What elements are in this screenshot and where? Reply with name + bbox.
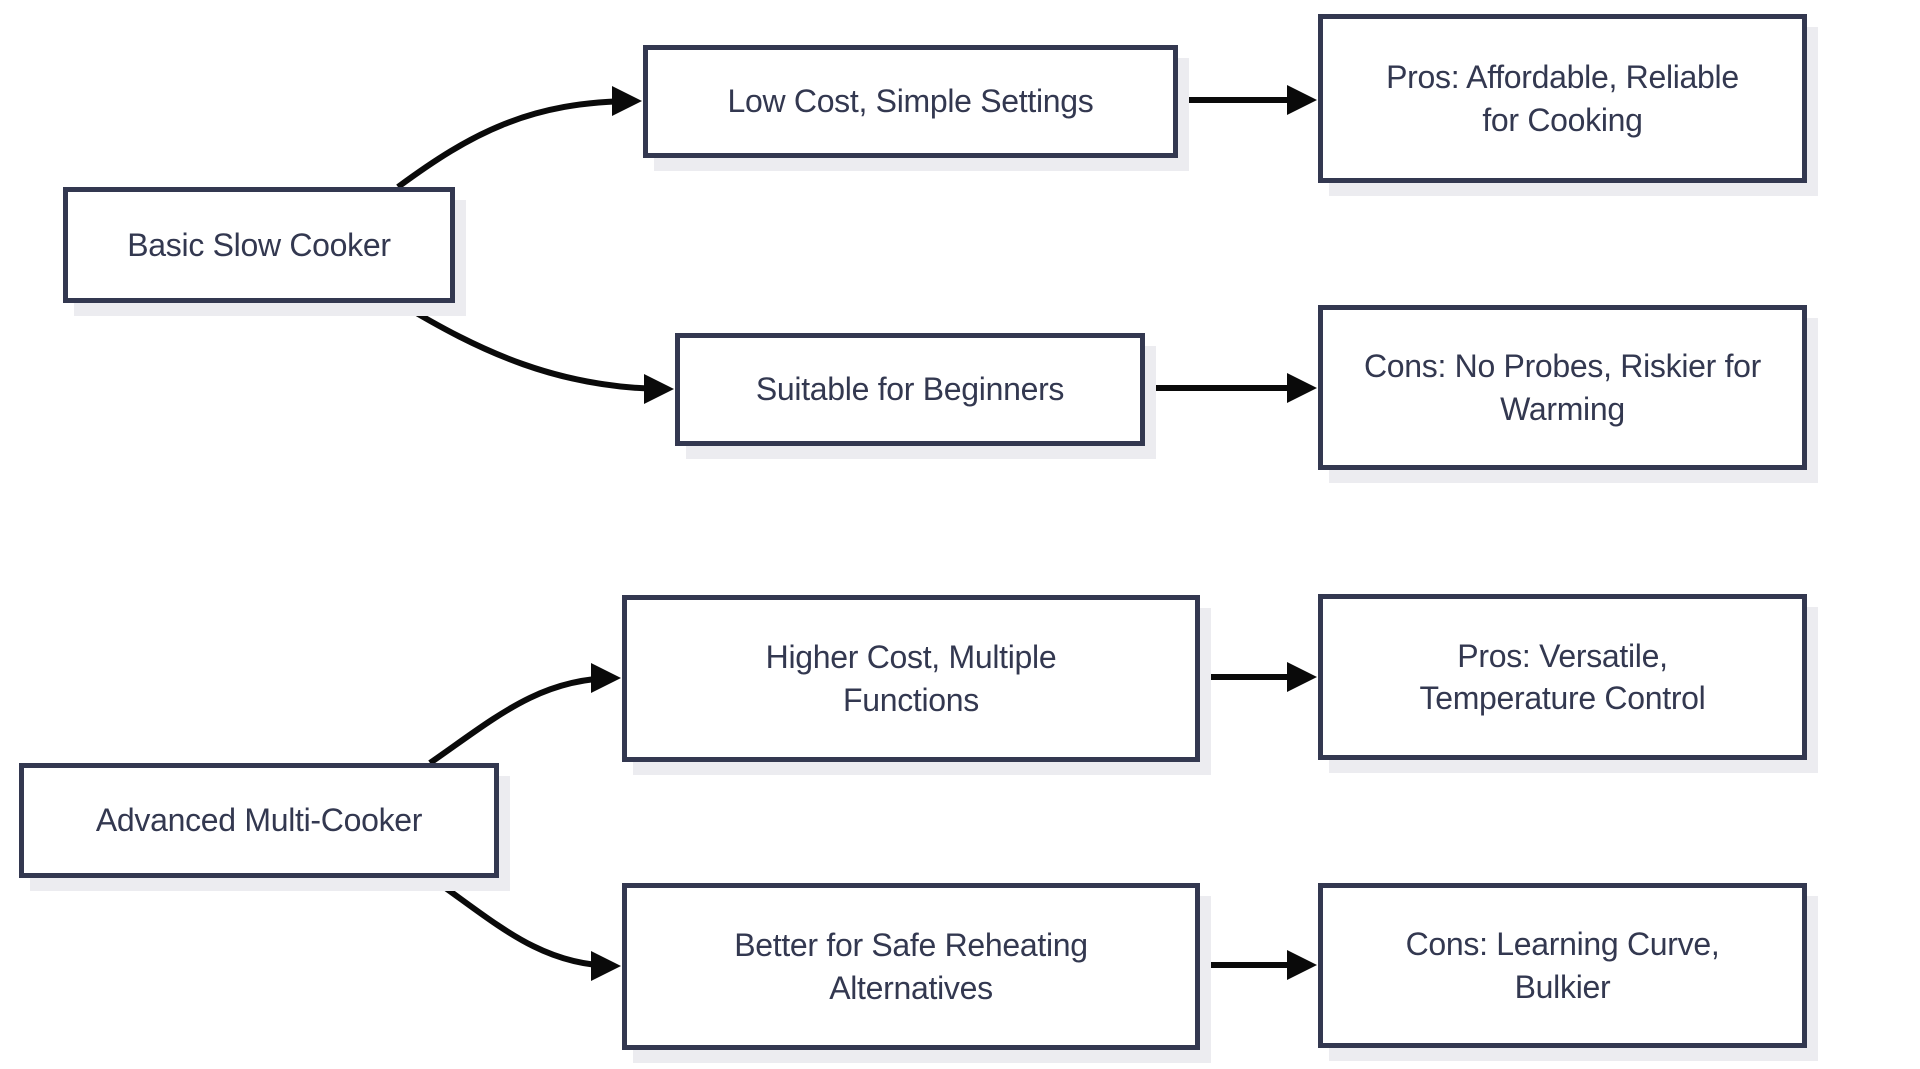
- node-cons-learning-curve-bulkier: Cons: Learning Curve, Bulkier: [1318, 883, 1807, 1048]
- node-low-cost-simple-settings: Low Cost, Simple Settings: [643, 45, 1178, 158]
- node-pros-affordable-reliable: Pros: Affordable, Reliable for Cooking: [1318, 14, 1807, 183]
- node-pros-versatile-temperature-control: Pros: Versatile, Temperature Control: [1318, 594, 1807, 760]
- node-better-for-safe-reheating: Better for Safe Reheating Alternatives: [622, 883, 1200, 1050]
- edge-advanced-to-better-reheating: [428, 874, 621, 981]
- node-suitable-for-beginners: Suitable for Beginners: [675, 333, 1145, 446]
- node-higher-cost-multiple-functions: Higher Cost, Multiple Functions: [622, 595, 1200, 762]
- node-cons-no-probes-riskier: Cons: No Probes, Riskier for Warming: [1318, 305, 1807, 470]
- node-basic-slow-cooker: Basic Slow Cooker: [63, 187, 455, 303]
- edge-basic-to-suitable: [396, 299, 674, 404]
- node-advanced-multi-cooker: Advanced Multi-Cooker: [19, 763, 499, 878]
- edge-advanced-to-higher-cost: [428, 663, 621, 766]
- edge-basic-to-low-cost: [396, 86, 642, 190]
